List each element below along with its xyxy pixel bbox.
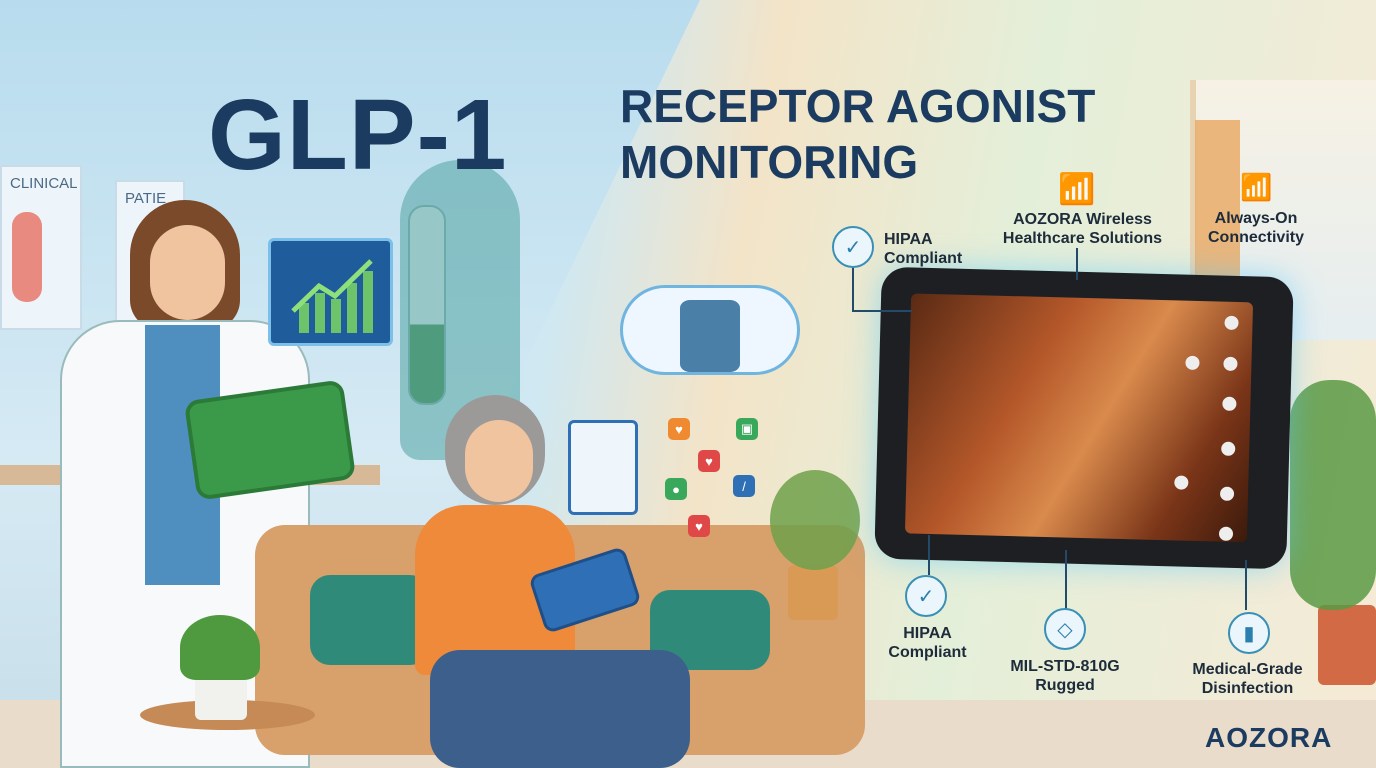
wifi-icon: 📶 xyxy=(1058,173,1096,206)
title-subtitle: RECEPTOR AGONIST MONITORING xyxy=(620,78,1095,190)
pill-icon: ● xyxy=(665,478,687,500)
plant xyxy=(1290,380,1376,610)
connector-line xyxy=(852,258,854,310)
poster-text: CLINICAL xyxy=(10,175,78,192)
eraser-icon: ◇ xyxy=(1044,608,1086,650)
health-app-icon: ♥ xyxy=(668,418,690,440)
patient-face xyxy=(465,420,533,502)
subtitle-line-2: MONITORING xyxy=(620,136,919,188)
app-icon xyxy=(1221,441,1236,456)
clinical-poster: CLINICAL xyxy=(0,165,82,330)
scale-icon: ▣ xyxy=(736,418,758,440)
wifi-icon: 📶 xyxy=(1240,172,1273,202)
subtitle-line-1: RECEPTOR AGONIST xyxy=(620,80,1096,132)
app-icon xyxy=(1222,396,1237,411)
connector-line xyxy=(1076,248,1078,280)
title-glp1: GLP-1 xyxy=(208,79,508,191)
heart-rate-icon: ♥ xyxy=(698,450,720,472)
plant-pot xyxy=(788,565,838,620)
shield-check-icon: ✓ xyxy=(905,575,947,617)
connector-line xyxy=(1245,560,1247,610)
aozora-logo: AOZORA xyxy=(1205,722,1333,753)
app-icon xyxy=(1174,475,1189,490)
shield-check-icon: ✓ xyxy=(832,226,874,268)
plant-pot xyxy=(195,675,247,720)
app-icon xyxy=(1223,356,1238,371)
growth-chart-icon xyxy=(268,238,393,346)
body-figure xyxy=(12,212,42,302)
tablet-screen xyxy=(904,293,1254,543)
app-icon xyxy=(1219,486,1235,501)
plant xyxy=(180,615,260,680)
app-icon xyxy=(1224,315,1239,331)
plant xyxy=(770,470,860,570)
app-icon xyxy=(1185,355,1200,371)
cushion xyxy=(310,575,430,665)
rugged-tablet xyxy=(874,266,1294,570)
plant-pot xyxy=(1318,605,1376,685)
video-call-bubble xyxy=(568,420,638,515)
syringe-icon: / xyxy=(733,475,755,497)
connector-line xyxy=(928,535,930,575)
heart-icon: ♥ xyxy=(688,515,710,537)
app-icon xyxy=(1218,526,1234,541)
poster-text: PATIE xyxy=(125,190,167,207)
disinfectant-bottle-icon: ▮ xyxy=(1228,612,1270,654)
connector-line xyxy=(1065,550,1067,610)
patient-jeans xyxy=(430,650,690,768)
database-icon xyxy=(680,300,740,372)
doctor-face xyxy=(150,225,225,320)
connector-line xyxy=(852,310,912,312)
